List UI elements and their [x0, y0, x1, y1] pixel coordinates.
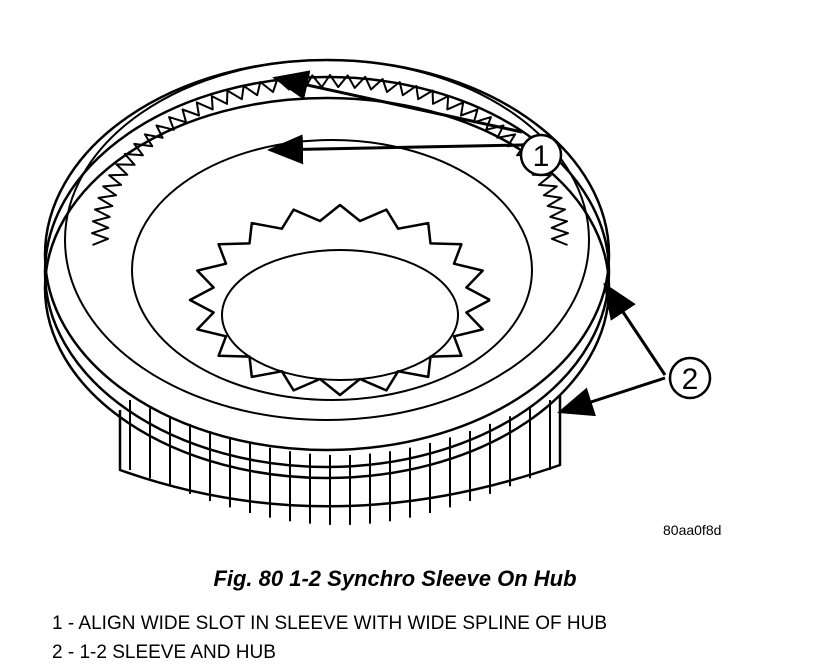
- figure-caption: Fig. 80 1-2 Synchro Sleeve On Hub: [213, 566, 577, 591]
- legend-number-1: 1: [52, 613, 63, 634]
- hub-center-bore: [188, 203, 491, 397]
- legend-item-1: 1 - ALIGN WIDE SLOT IN SLEEVE WITH WIDE …: [52, 609, 607, 638]
- legend-number-2: 2: [52, 642, 63, 663]
- callout-2-leaders: [557, 282, 667, 417]
- legend-item-2: 2 - 1-2 SLEEVE AND HUB: [52, 638, 607, 667]
- synchro-sleeve-illustration: 1 2: [43, 58, 712, 525]
- legend-text-1: ALIGN WIDE SLOT IN SLEEVE WITH WIDE SPLI…: [78, 613, 607, 634]
- legend-separator-2: -: [62, 642, 80, 663]
- callout-number-1: 1: [533, 140, 550, 173]
- legend-text-2: 1-2 SLEEVE AND HUB: [79, 642, 276, 663]
- callout-bubble-2: 2: [668, 356, 712, 400]
- callout-number-2: 2: [682, 363, 699, 396]
- callout-legend: 1 - ALIGN WIDE SLOT IN SLEEVE WITH WIDE …: [52, 609, 607, 667]
- callout-bubble-1: 1: [519, 133, 563, 177]
- callout-1-leaders: [267, 70, 523, 165]
- figure-reference-code: 80aa0f8d: [663, 522, 722, 538]
- sleeve-inner-splines: [91, 74, 569, 401]
- hub-skirt: [118, 395, 562, 525]
- legend-separator-1: -: [62, 613, 79, 634]
